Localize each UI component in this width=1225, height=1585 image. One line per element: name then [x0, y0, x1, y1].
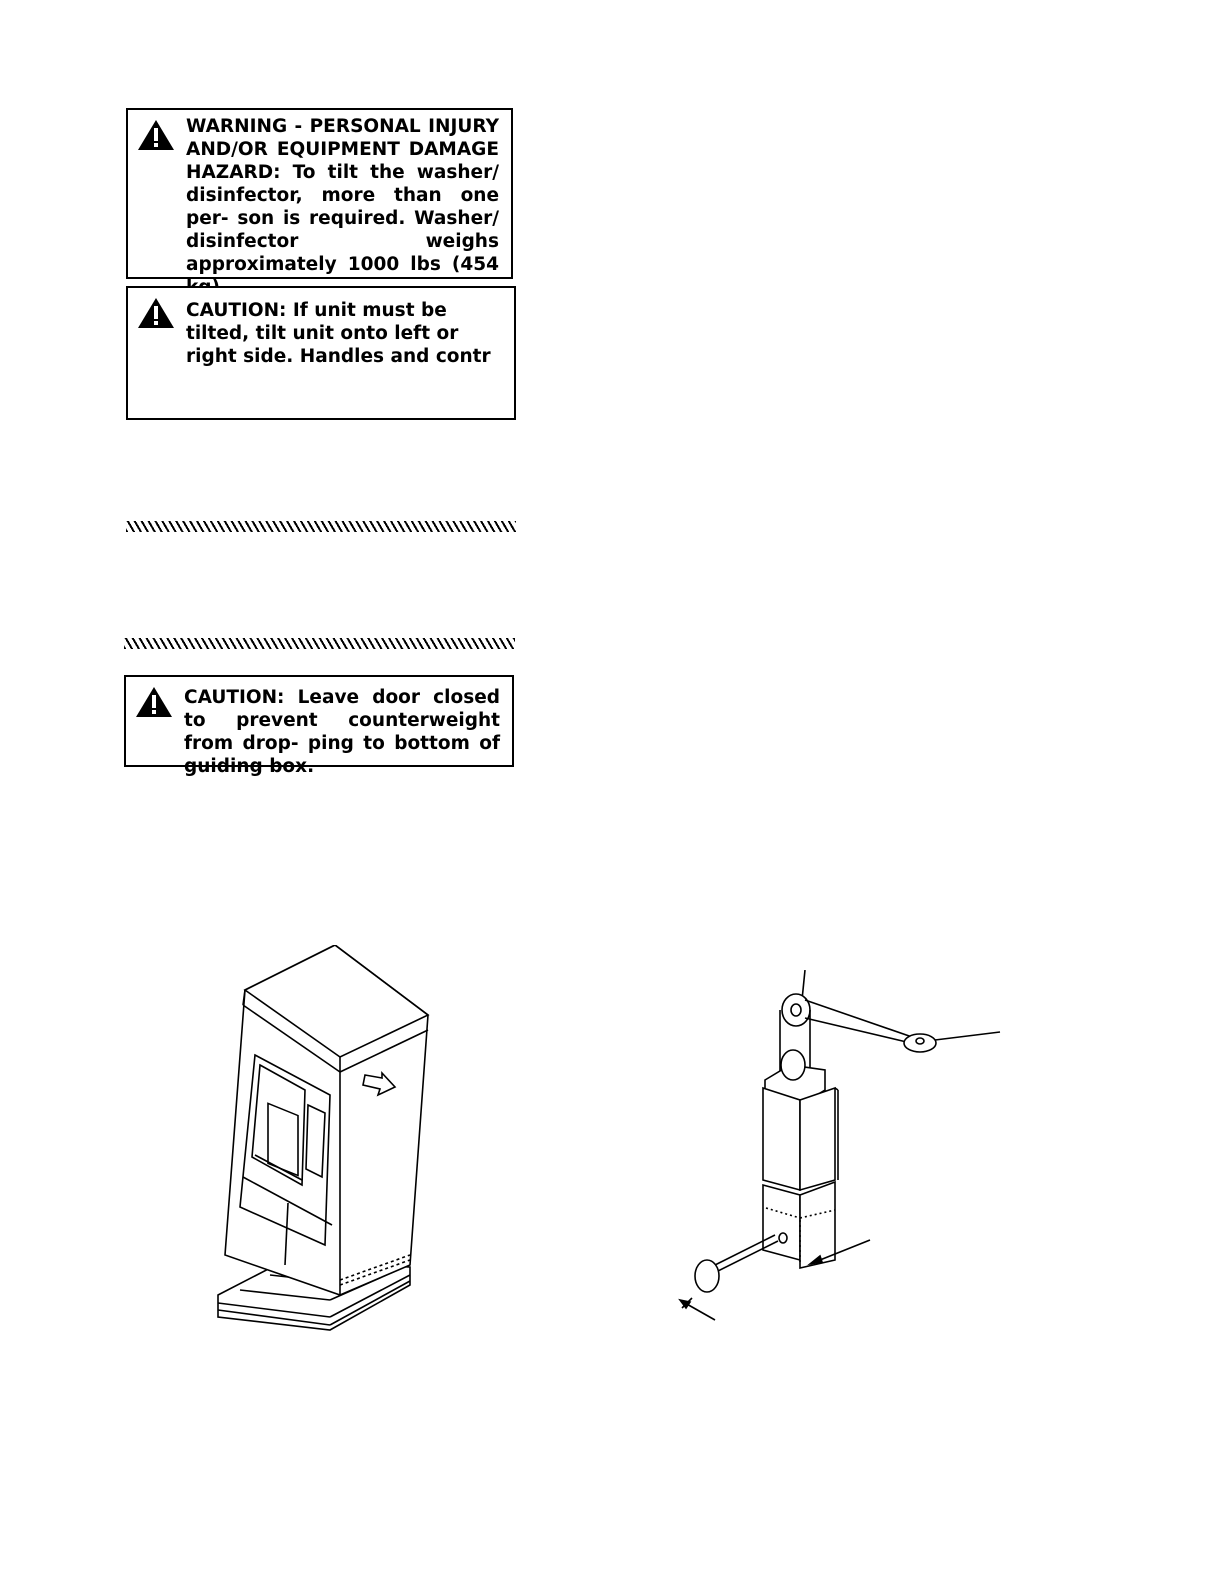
warning-triangle-icon [138, 298, 174, 328]
counterweight-assembly-illustration [678, 970, 1001, 1321]
caution-door-box: CAUTION: Leave door closed to prevent co… [124, 675, 514, 777]
warning-triangle-icon [138, 120, 174, 150]
cabinet-on-pallet-illustration [217, 945, 430, 1331]
caution-tilt-text: CAUTION: If unit must be tilted, tilt un… [186, 300, 491, 367]
warning-triangle-icon [136, 687, 172, 717]
hatched-divider [126, 521, 516, 532]
hatched-divider [124, 638, 515, 649]
caution-door-text: CAUTION: Leave door closed to prevent co… [184, 687, 500, 777]
warning-box: WARNING - PERSONAL INJURY AND/OR EQUIPME… [126, 108, 513, 298]
warning-text: WARNING - PERSONAL INJURY AND/OR EQUIPME… [186, 116, 499, 298]
caution-tilt-box: CAUTION: If unit must be tilted, tilt un… [126, 286, 516, 420]
